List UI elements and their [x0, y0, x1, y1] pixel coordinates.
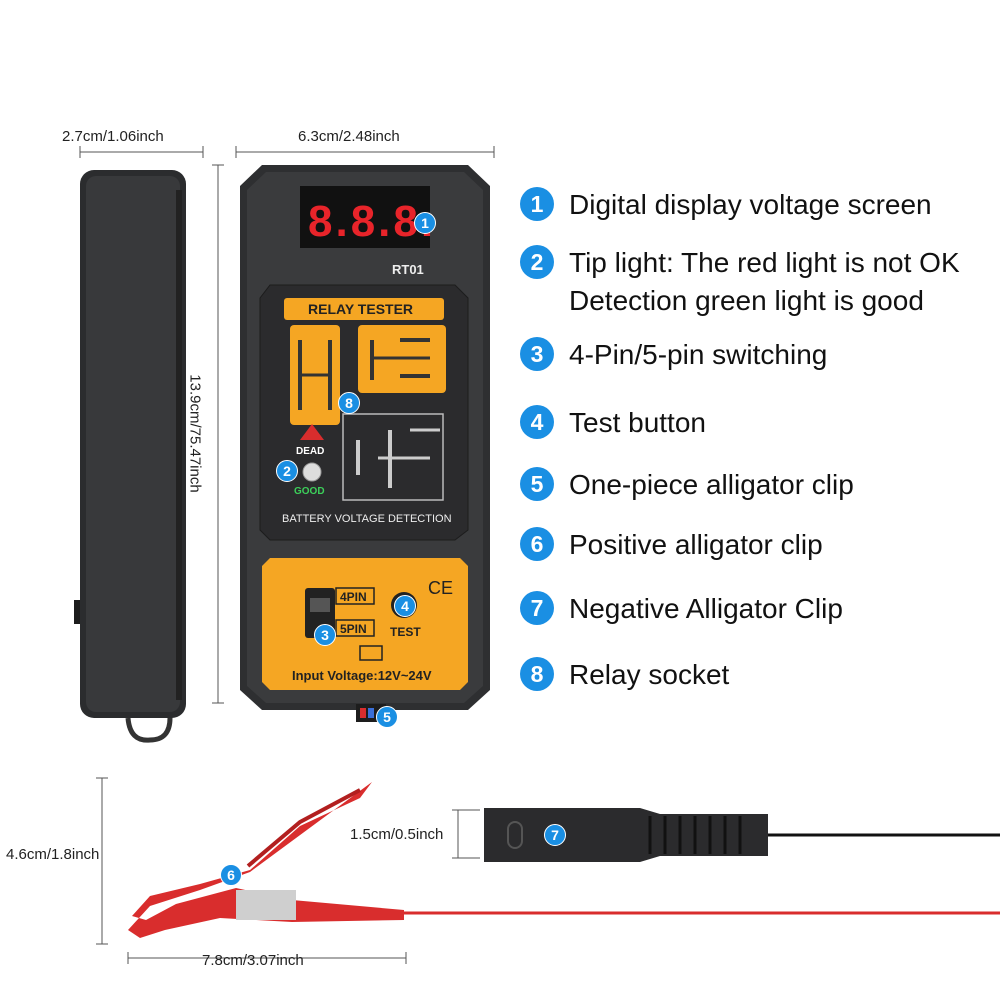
feature-number-badge: 1	[520, 187, 554, 221]
feature-number-badge: 3	[520, 337, 554, 371]
feature-2: 2 Tip light: The red light is not OK	[520, 244, 960, 282]
relay-socket-outline	[342, 413, 444, 501]
dead-label: DEAD	[296, 446, 324, 457]
feature-3: 3 4-Pin/5-pin switching	[520, 336, 827, 374]
callout-2: 2	[276, 460, 298, 482]
neg-clip-height-label: 1.5cm/0.5inch	[350, 826, 444, 843]
feature-text: 4-Pin/5-pin switching	[569, 339, 828, 370]
feature-text: Tip light: The red light is not OK	[569, 247, 960, 278]
relay-tester-label: RELAY TESTER	[308, 301, 413, 317]
feature-6: 6 Positive alligator clip	[520, 526, 823, 564]
feature-8: 8 Relay socket	[520, 656, 729, 694]
battery-detection-label: BATTERY VOLTAGE DETECTION	[282, 513, 452, 525]
feature-number-badge: 6	[520, 527, 554, 561]
front-width-label: 6.3cm/2.48inch	[298, 128, 400, 145]
feature-1: 1 Digital display voltage screen	[520, 186, 932, 224]
feature-text: Digital display voltage screen	[569, 189, 932, 220]
height-label: 13.9cm/75.47inch	[186, 374, 204, 493]
side-width-label: 2.7cm/1.06inch	[62, 128, 164, 145]
input-voltage-label: Input Voltage:12V~24V	[292, 668, 432, 683]
feature-number-badge: 7	[520, 591, 554, 625]
callout-5: 5	[376, 706, 398, 728]
callout-3: 3	[314, 624, 336, 646]
positive-clip-red	[128, 782, 404, 938]
feature-2-cont: Detection green light is good	[569, 282, 924, 320]
feature-number-badge: 8	[520, 657, 554, 691]
feature-4: 4 Test button	[520, 404, 706, 442]
feature-7: 7 Negative Alligator Clip	[520, 590, 843, 628]
pin4-label: 4PIN	[340, 590, 367, 604]
callout-6: 6	[220, 864, 242, 886]
feature-number-badge: 2	[520, 245, 554, 279]
good-label: GOOD	[294, 486, 325, 497]
feature-text: Positive alligator clip	[569, 529, 823, 560]
feature-text: Negative Alligator Clip	[569, 593, 843, 624]
negative-clip-black	[484, 808, 768, 862]
feature-number-badge: 4	[520, 405, 554, 439]
tip-light	[302, 462, 322, 482]
feature-text: One-piece alligator clip	[569, 469, 854, 500]
feature-text: Test button	[569, 407, 706, 438]
ce-mark: CE	[428, 578, 453, 598]
display-window	[300, 186, 430, 248]
feature-text: Relay socket	[569, 659, 730, 690]
display-digits: 8.8.8.	[308, 197, 436, 246]
feature-text: Detection green light is good	[569, 285, 924, 316]
test-label: TEST	[390, 625, 421, 639]
feature-number-badge: 5	[520, 467, 554, 501]
model-label: RT01	[392, 262, 424, 277]
callout-8: 8	[338, 392, 360, 414]
callout-4: 4	[394, 595, 416, 617]
callout-7: 7	[544, 824, 566, 846]
pin5-label: 5PIN	[340, 622, 367, 636]
clip-height-label: 4.6cm/1.8inch	[6, 846, 100, 863]
clip-length-label: 7.8cm/3.07inch	[202, 952, 304, 969]
callout-1: 1	[414, 212, 436, 234]
feature-5: 5 One-piece alligator clip	[520, 466, 854, 504]
